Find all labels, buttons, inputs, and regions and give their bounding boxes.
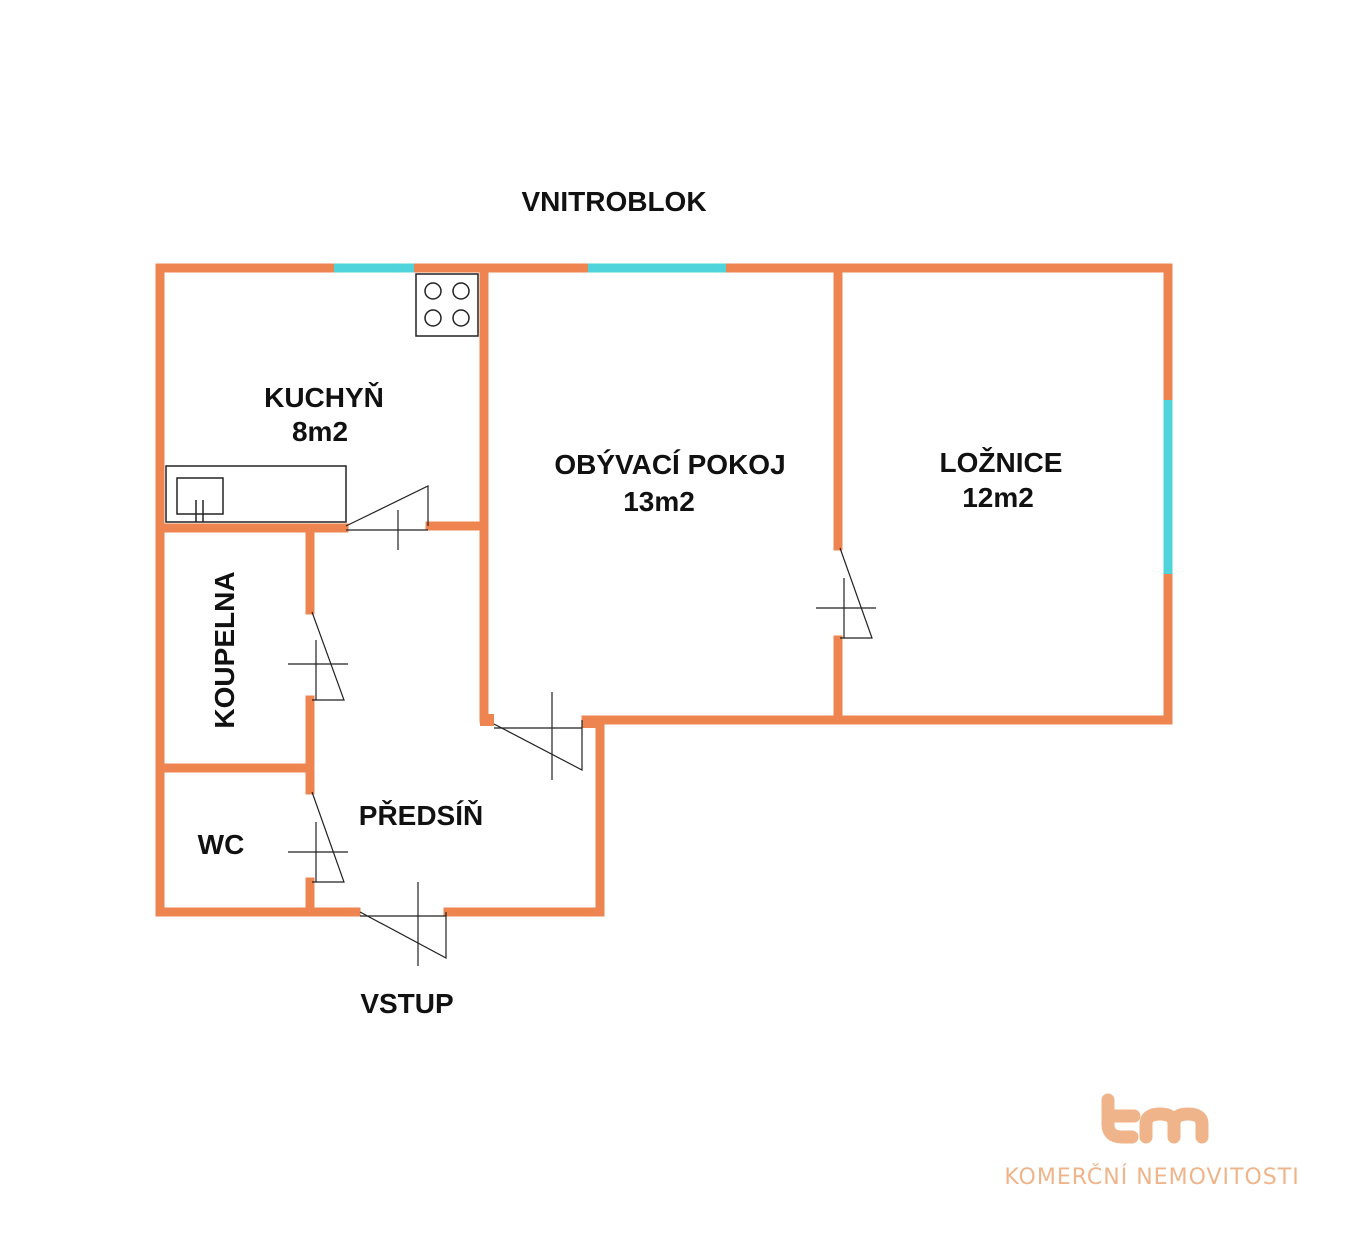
living-name: OBÝVACÍ POKOJ bbox=[554, 449, 785, 480]
hall-name: PŘEDSÍŇ bbox=[359, 800, 483, 831]
sink-counter-icon bbox=[165, 465, 347, 523]
entrance-label: VSTUP bbox=[360, 988, 453, 1019]
bedroom-area: 12m2 bbox=[962, 482, 1034, 513]
door-living-icon bbox=[493, 692, 583, 780]
door-entrance-icon bbox=[359, 882, 447, 966]
toilet-name: WC bbox=[198, 829, 245, 860]
windows bbox=[334, 263, 1173, 574]
wall-stub-hall-living bbox=[480, 714, 494, 726]
walls bbox=[155, 263, 1173, 917]
doors bbox=[288, 485, 876, 966]
tn-monogram-icon bbox=[1101, 1093, 1209, 1144]
stove-icon bbox=[415, 273, 479, 337]
brand-tagline: KOMERČNÍ NEMOVITOSTI bbox=[1004, 1164, 1299, 1190]
bedroom-name: LOŽNICE bbox=[940, 447, 1063, 478]
door-wc-icon bbox=[288, 791, 348, 883]
kitchen-area: 8m2 bbox=[292, 416, 348, 447]
courtyard-label: VNITROBLOK bbox=[521, 186, 706, 217]
wall-stub-hall-corner bbox=[582, 716, 604, 728]
door-bathroom-icon bbox=[288, 611, 348, 701]
living-area: 13m2 bbox=[623, 486, 695, 517]
door-kitchen-icon bbox=[345, 485, 429, 550]
door-bedroom-icon bbox=[816, 547, 876, 639]
kitchen-name: KUCHYŇ bbox=[264, 382, 384, 413]
bathroom-name: KOUPELNA bbox=[209, 571, 240, 728]
